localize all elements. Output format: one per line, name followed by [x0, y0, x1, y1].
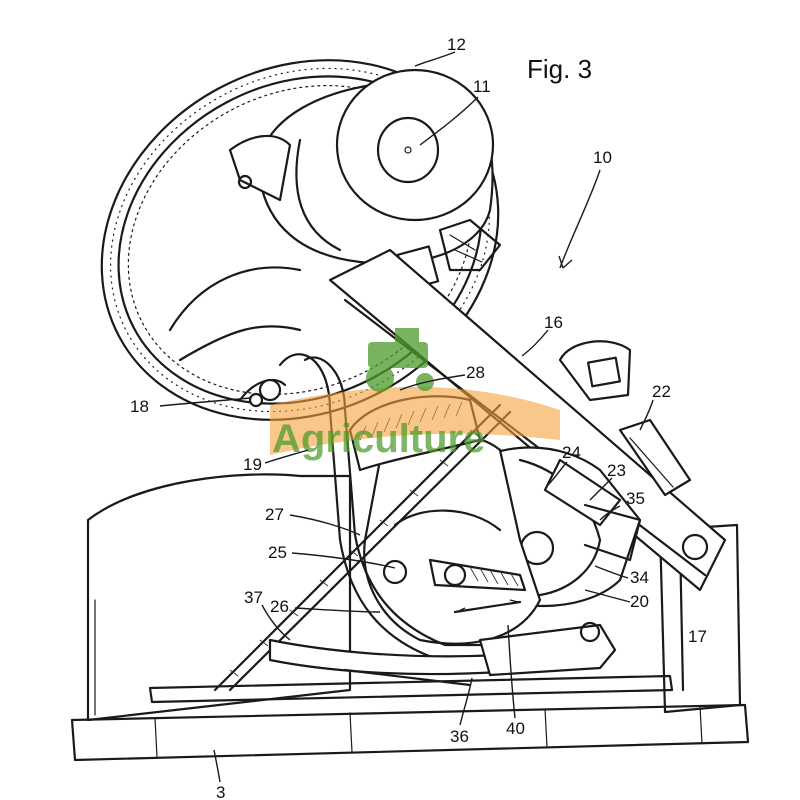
label-3: 3: [216, 783, 225, 800]
label-12: 12: [447, 35, 466, 54]
threaded-rod: [618, 418, 692, 497]
label-18: 18: [130, 397, 149, 416]
lower-linkage: [268, 621, 617, 687]
label-17: 17: [688, 627, 707, 646]
label-24: 24: [562, 443, 581, 462]
label-27: 27: [265, 505, 284, 524]
label-20: 20: [630, 592, 649, 611]
label-28: 28: [466, 363, 485, 382]
watermark-text: Agriculture: [272, 417, 485, 461]
label-37: 37: [244, 588, 263, 607]
label-25: 25: [268, 543, 287, 562]
reference-labels: Fig. 3 12 11 10 16 22 28 18 19 24 23 35 …: [130, 35, 707, 800]
motor-housing: [228, 68, 495, 265]
label-11: 11: [473, 77, 491, 96]
label-23: 23: [607, 461, 626, 480]
label-40: 40: [506, 719, 525, 738]
label-19: 19: [243, 455, 262, 474]
label-16: 16: [544, 313, 563, 332]
label-35: 35: [626, 489, 645, 508]
label-36: 36: [450, 727, 469, 746]
figure-title: Fig. 3: [527, 54, 592, 84]
watermark: Agriculture: [270, 328, 560, 461]
label-10: 10: [593, 148, 612, 167]
leader-lines: [159, 51, 654, 783]
bent-tube: [238, 353, 492, 662]
base-plate: [70, 674, 750, 762]
label-34: 34: [630, 568, 649, 587]
knife-housing: [363, 432, 542, 645]
label-22: 22: [652, 382, 671, 401]
label-26: 26: [270, 597, 289, 616]
